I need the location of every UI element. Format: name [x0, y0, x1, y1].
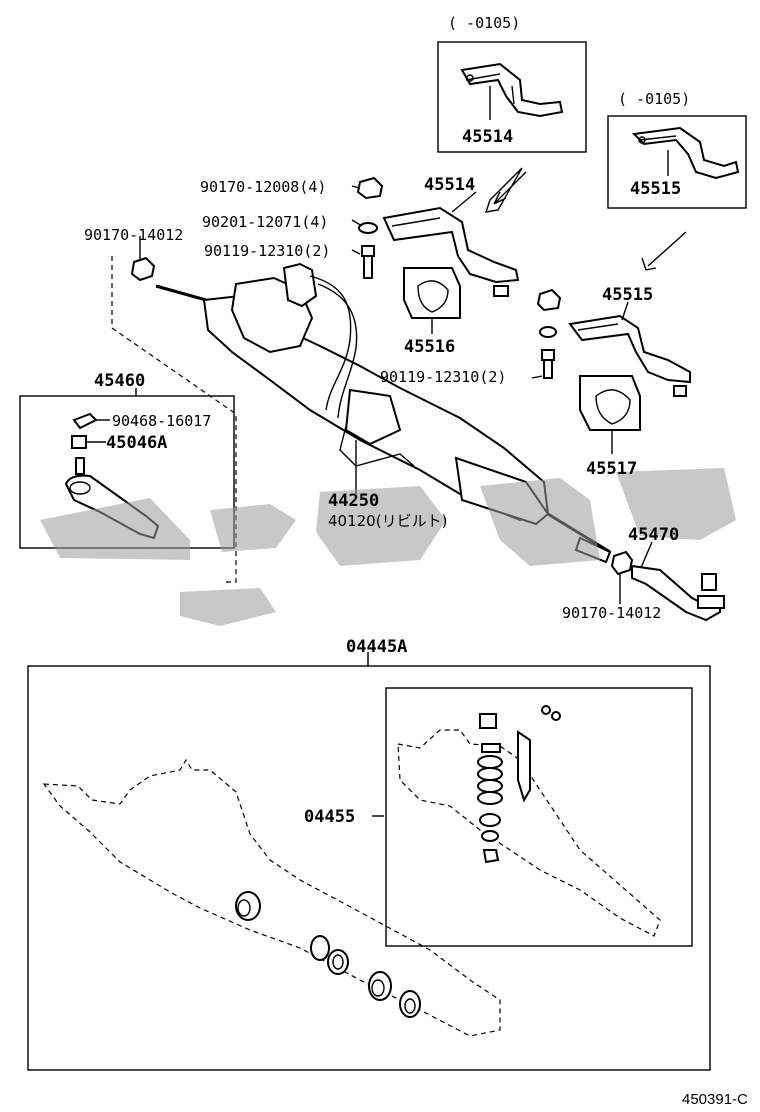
label-04445A: 04445A: [346, 637, 407, 657]
diagram-code: 450391-C: [682, 1091, 748, 1108]
label-90170-12008: 90170-12008(4): [200, 178, 326, 196]
nut-washer-bolt-stack-lower: [536, 288, 562, 379]
label-45046A: 45046A: [106, 433, 167, 453]
bushing-45516: [403, 267, 461, 334]
leader-lines: [351, 185, 653, 604]
label-90119-12310-lower: 90119-12310(2): [380, 368, 506, 386]
dashed-guide-left: [111, 256, 237, 583]
label-90119-12310-upper: 90119-12310(2): [204, 242, 330, 260]
label-90468-16017: 90468-16017: [112, 412, 211, 430]
arrow-45515: [641, 231, 687, 271]
inset-45514: [437, 41, 587, 153]
inset-45515: [607, 115, 747, 209]
label-45516: 45516: [404, 337, 455, 357]
label-44250: 44250: [328, 491, 379, 511]
nut-washer-bolt-stack-upper: [356, 176, 384, 279]
label-04455: 04455: [304, 807, 355, 827]
watermark: [40, 468, 736, 626]
label-40120: 40120(リビルト): [328, 512, 447, 530]
bushing-45517: [579, 375, 641, 454]
label-45514: 45514: [424, 175, 475, 195]
locknut-left: [130, 256, 156, 282]
label-90170-14012-right: 90170-14012: [562, 604, 661, 622]
label-45517: 45517: [586, 459, 637, 479]
bracket-45514: [382, 206, 520, 297]
repair-kit-box: [27, 652, 711, 1071]
label-90201-12071: 90201-12071(4): [202, 213, 328, 231]
range-label-45515: ( -0105): [618, 90, 690, 108]
label-45470: 45470: [628, 525, 679, 545]
tie-rod-end-right: [610, 550, 725, 622]
range-label-45514: ( -0105): [448, 14, 520, 32]
part-45514-inset-label: 45514: [462, 127, 513, 147]
arrow-45514: [484, 167, 527, 213]
label-90170-14012-left: 90170-14012: [84, 226, 183, 244]
bracket-45515: [568, 314, 691, 397]
label-45515: 45515: [602, 285, 653, 305]
label-45460: 45460: [94, 371, 145, 391]
part-45515-inset-label: 45515: [630, 179, 681, 199]
